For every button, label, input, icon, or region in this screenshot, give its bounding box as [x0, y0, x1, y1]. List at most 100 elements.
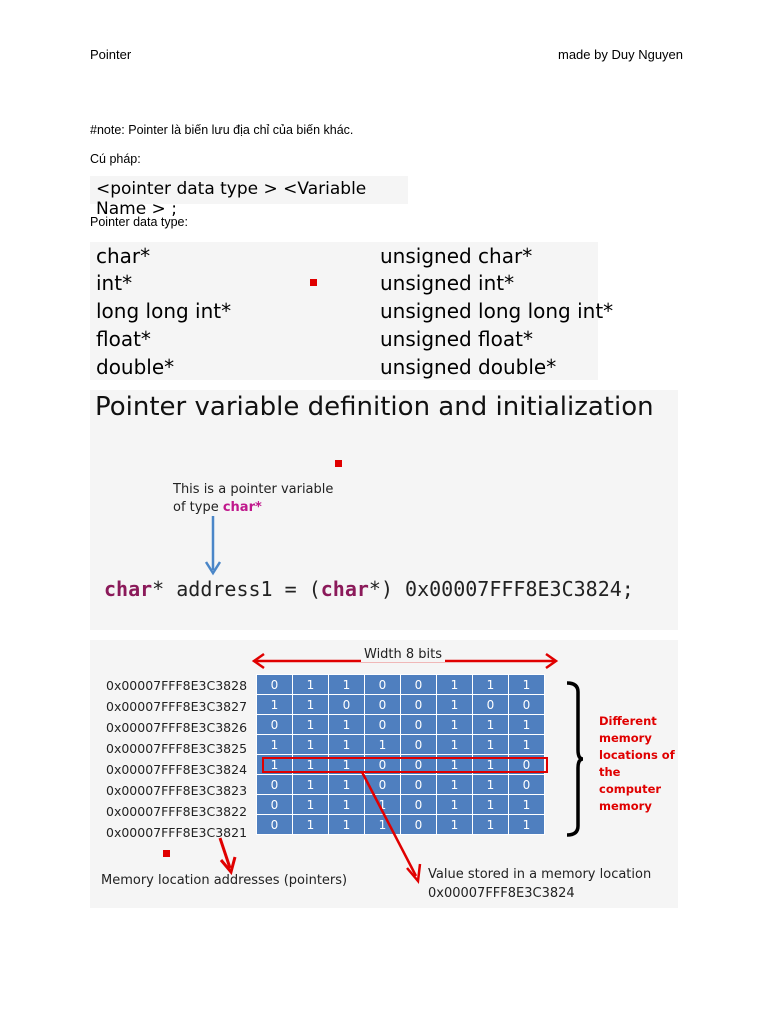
memory-address: 0x00007FFF8E3C3825: [106, 741, 248, 756]
addresses-caption: Memory location addresses (pointers): [101, 873, 348, 888]
down-arrow-icon: [204, 516, 222, 576]
brace-label-line: Different: [599, 714, 657, 728]
code-line: char* address1 = (char*) 0x00007FFF8E3C3…: [104, 577, 634, 601]
memory-address: 0x00007FFF8E3C3827: [106, 699, 248, 714]
data-type-item: unsigned char*: [380, 244, 533, 268]
bit-cell: 1: [328, 714, 365, 735]
figure-title: Pointer variable definition and initiali…: [95, 392, 654, 422]
data-type-item: char*: [96, 244, 151, 268]
bit-cell: 0: [400, 694, 437, 715]
memory-address: 0x00007FFF8E3C3824: [106, 762, 248, 777]
code-keyword: char: [104, 577, 153, 601]
bit-cell: 1: [508, 734, 545, 755]
header-author: made by Duy Nguyen: [558, 47, 684, 62]
brace-label-line: memory: [599, 731, 652, 745]
bit-cell: 1: [436, 714, 473, 735]
bit-cell: 0: [256, 814, 293, 835]
bit-cell: 1: [472, 814, 509, 835]
data-type-item: unsigned int*: [380, 271, 515, 295]
bit-cell: 0: [472, 694, 509, 715]
code-text: * address1 = (: [152, 577, 321, 601]
red-marker: [335, 460, 342, 467]
figure-memory-layout: Width 8 bits 0x00007FFF8E3C3828 0x00007F…: [90, 640, 678, 908]
annotation-type: char*: [222, 500, 262, 515]
memory-address: 0x00007FFF8E3C3823: [106, 783, 248, 798]
data-type-label: Pointer data type:: [90, 215, 188, 229]
bit-cell: 0: [256, 794, 293, 815]
memory-address: 0x00007FFF8E3C3822: [106, 804, 248, 819]
bit-cell: 0: [364, 714, 401, 735]
data-type-item: unsigned double*: [380, 355, 557, 379]
annotation-line2: of type char*: [173, 500, 262, 515]
bit-cell: 1: [292, 674, 329, 695]
bit-cell: 1: [328, 774, 365, 795]
header-title: Pointer: [90, 47, 132, 62]
bit-cell: 0: [400, 674, 437, 695]
bit-cell: 0: [400, 794, 437, 815]
brace-label-line: the computer: [599, 765, 662, 796]
value-address: 0x00007FFF8E3C3824: [428, 886, 575, 901]
bit-cell: 1: [436, 754, 473, 775]
pointer-arrows: [218, 771, 422, 885]
value-caption: Value stored in a memory location: [428, 867, 652, 882]
bit-cell: 0: [364, 774, 401, 795]
curly-brace-icon: [566, 681, 584, 837]
red-marker: [310, 279, 317, 286]
data-type-item: double*: [96, 355, 175, 379]
bit-cell: 1: [328, 754, 365, 775]
bit-cell: 0: [400, 814, 437, 835]
bit-cell: 1: [472, 674, 509, 695]
bit-cell: 1: [436, 674, 473, 695]
figure-pointer-definition: Pointer variable definition and initiali…: [90, 390, 678, 630]
data-type-item: long long int*: [96, 299, 232, 323]
bit-cell: 1: [364, 794, 401, 815]
bit-cell: 1: [436, 794, 473, 815]
data-type-item: float*: [96, 327, 151, 351]
bit-cell: 1: [292, 754, 329, 775]
syntax-panel: <pointer data type > <Variable Name > ;: [90, 176, 408, 219]
memory-locations-label: Different memory locations of the comput…: [599, 713, 678, 815]
bit-cell: 1: [436, 814, 473, 835]
bit-cell: 1: [292, 774, 329, 795]
annotation-prefix: of type: [173, 500, 223, 515]
memory-address: 0x00007FFF8E3C3828: [106, 678, 248, 693]
bit-cell: 0: [400, 754, 437, 775]
data-type-item: unsigned float*: [380, 327, 533, 351]
red-marker: [163, 850, 170, 857]
bit-cell: 0: [364, 694, 401, 715]
bit-cell: 0: [508, 774, 545, 795]
bit-cell: 1: [292, 794, 329, 815]
bit-cell: 1: [292, 814, 329, 835]
annotation-line1: This is a pointer variable: [173, 482, 334, 497]
syntax-text: <pointer data type > <Variable Name > ;: [96, 179, 367, 219]
bit-cell: 1: [508, 794, 545, 815]
syntax-label: Cú pháp:: [90, 152, 141, 166]
bit-cell: 0: [400, 774, 437, 795]
width-label: Width 8 bits: [361, 647, 446, 662]
code-text: *) 0x00007FFF8E3C3824;: [368, 577, 634, 601]
memory-address: 0x00007FFF8E3C3821: [106, 825, 248, 840]
bit-cell: 0: [328, 694, 365, 715]
bit-cell: 1: [508, 714, 545, 735]
memory-address: 0x00007FFF8E3C3826: [106, 720, 248, 735]
bit-cell: 0: [508, 754, 545, 775]
bit-cell: 1: [472, 714, 509, 735]
bit-cell: 0: [364, 754, 401, 775]
bit-cell: 1: [508, 814, 545, 835]
bit-cell: 1: [328, 674, 365, 695]
bit-cell: 1: [256, 734, 293, 755]
highlight-box: [262, 757, 548, 773]
data-type-item: unsigned long long int*: [380, 299, 614, 323]
data-types-panel: char* int* long long int* float* double*…: [90, 242, 613, 380]
data-type-item: int*: [96, 271, 133, 295]
brace-label-line: locations of: [599, 748, 675, 762]
bit-cell: 1: [508, 674, 545, 695]
code-keyword: char: [320, 577, 369, 601]
